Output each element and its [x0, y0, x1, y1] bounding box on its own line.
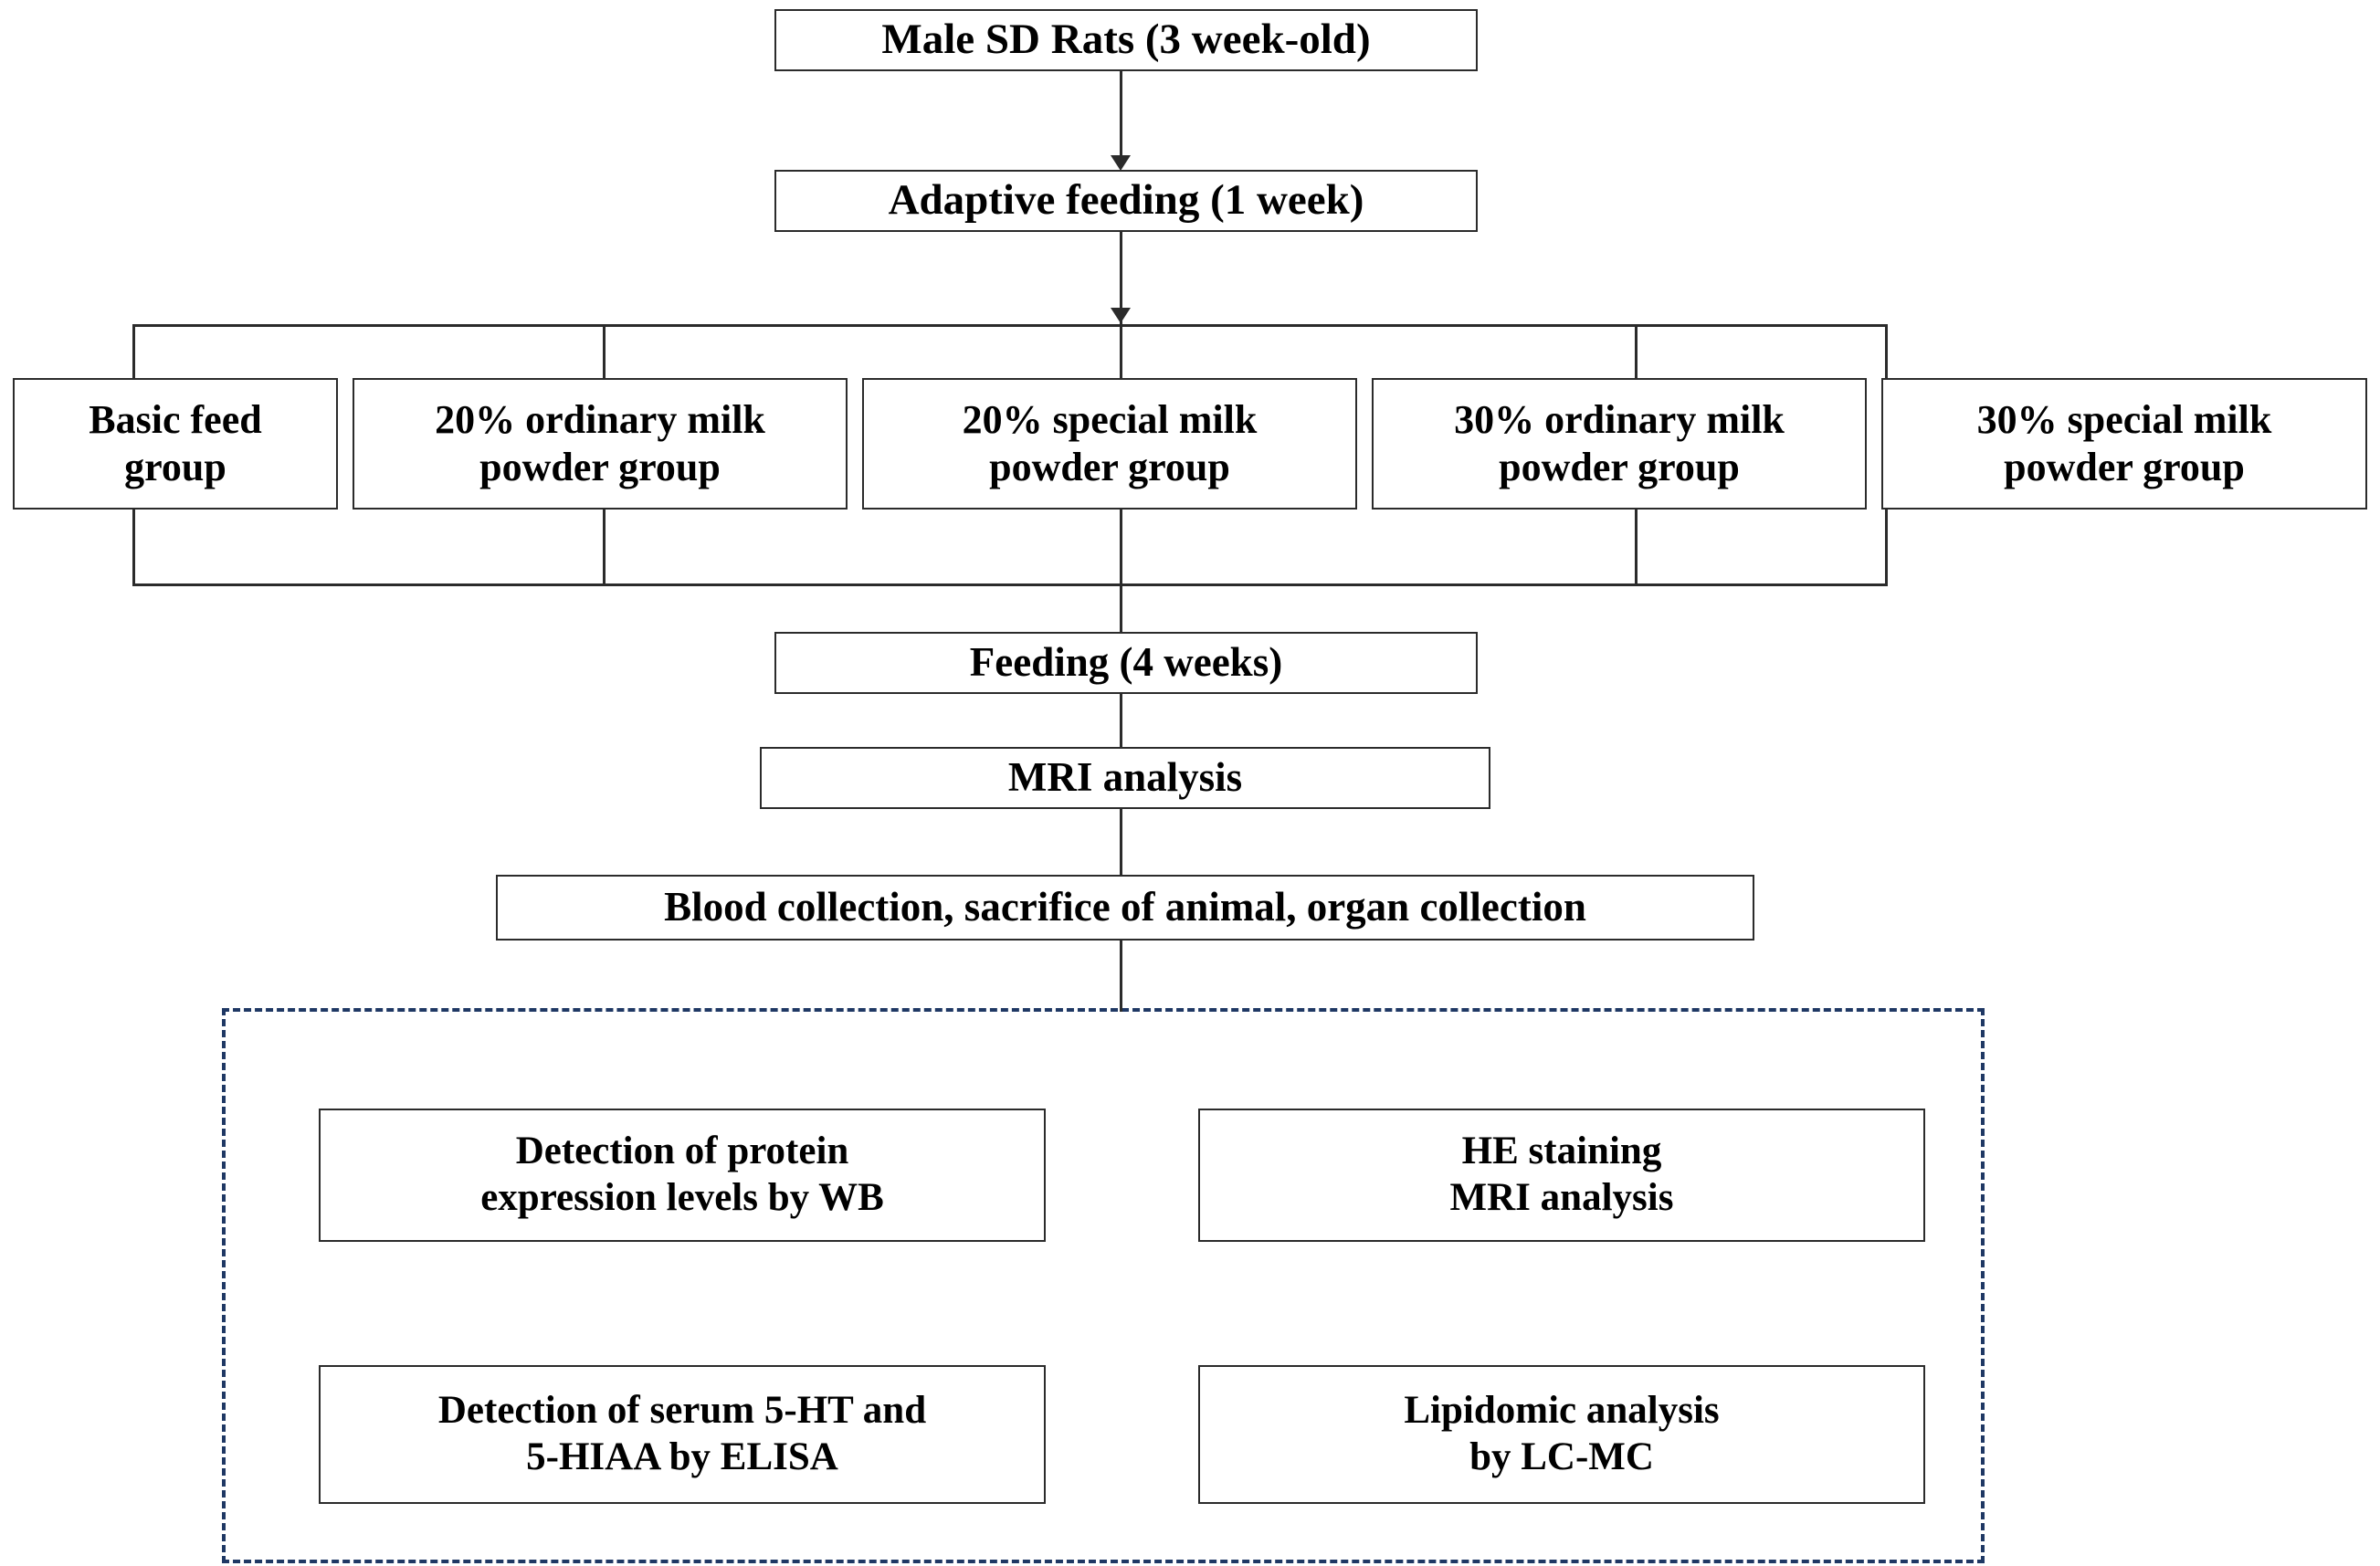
connector-feeding-to-mri: [1120, 694, 1122, 749]
branch-drop-4: [1635, 324, 1638, 381]
node-feeding: Feeding (4 weeks): [774, 632, 1478, 694]
connector-merge-to-feeding: [1120, 583, 1122, 634]
group-box-20-special: 20% special milk powder group: [862, 378, 1357, 510]
analysis-box-he-staining-mri: HE staining MRI analysis: [1198, 1109, 1925, 1242]
merge-riser-4: [1635, 510, 1638, 586]
merge-riser-3: [1120, 510, 1122, 586]
connector-adaptive-to-branch: [1120, 232, 1122, 326]
merge-bus-bottom: [132, 583, 1888, 586]
branch-bus-top: [132, 324, 1888, 327]
node-subjects: Male SD Rats (3 week-old): [774, 9, 1478, 71]
arrowhead-to-branch: [1111, 308, 1131, 323]
branch-drop-3: [1120, 324, 1122, 381]
branch-drop-5: [1885, 324, 1888, 381]
group-box-30-special: 30% special milk powder group: [1881, 378, 2367, 510]
analysis-box-lipidomic-lcmc: Lipidomic analysis by LC-MC: [1198, 1365, 1925, 1504]
merge-riser-5: [1885, 510, 1888, 586]
node-adaptive-feeding: Adaptive feeding (1 week): [774, 170, 1478, 232]
branch-drop-2: [603, 324, 606, 381]
arrowhead-to-adaptive: [1111, 155, 1131, 171]
analysis-group-region: [222, 1008, 1985, 1563]
node-mri-analysis: MRI analysis: [760, 747, 1490, 809]
group-box-30-ordinary: 30% ordinary milk powder group: [1372, 378, 1867, 510]
merge-riser-2: [603, 510, 606, 586]
group-box-basic-feed: Basic feed group: [13, 378, 338, 510]
branch-drop-1: [132, 324, 135, 381]
connector-collection-to-analyses: [1120, 941, 1122, 1012]
connector-mri-to-collection: [1120, 809, 1122, 877]
node-blood-collection: Blood collection, sacrifice of animal, o…: [496, 875, 1754, 941]
analysis-box-protein-wb: Detection of protein expression levels b…: [319, 1109, 1046, 1242]
merge-riser-1: [132, 510, 135, 586]
connector-subjects-to-adaptive: [1120, 71, 1122, 163]
group-box-20-ordinary: 20% ordinary milk powder group: [353, 378, 848, 510]
analysis-box-serum-elisa: Detection of serum 5-HT and 5-HIAA by EL…: [319, 1365, 1046, 1504]
